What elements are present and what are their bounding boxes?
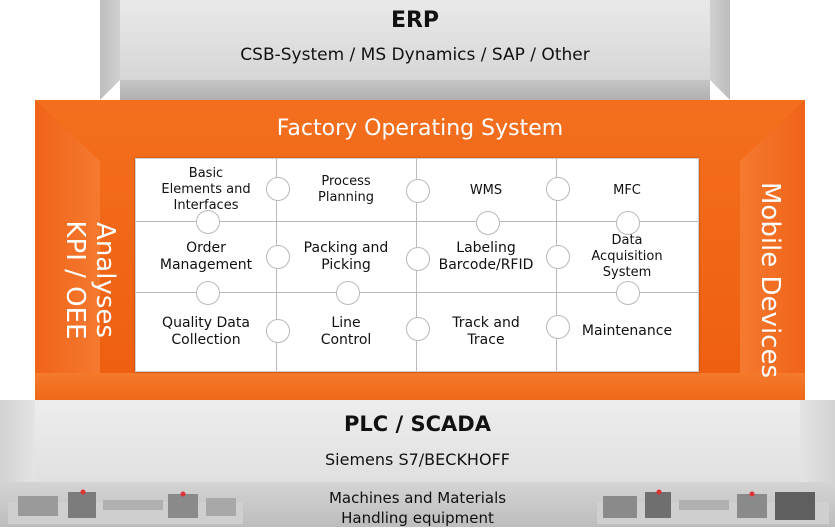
analyses-line2: KPI / OEE — [60, 220, 90, 340]
mobile-devices-text: Mobile Devices — [755, 181, 785, 378]
erp-layer: ERP CSB-System / MS Dynamics / SAP / Oth… — [100, 0, 730, 102]
erp-title: ERP — [390, 8, 440, 33]
plc-title: PLC / SCADA — [344, 412, 491, 436]
module-wms: WMS — [469, 182, 503, 198]
machines-label: Machines and Materials Handling equipmen… — [0, 488, 835, 528]
machines-line2: Handling equipment — [341, 509, 494, 527]
plc-scada-layer: PLC / SCADA Siemens S7/BECKHOFF Machines… — [0, 400, 835, 527]
plc-subtitle: Siemens S7/BECKHOFF — [325, 450, 510, 469]
module-maintenance: Maintenance — [581, 323, 673, 339]
mobile-devices-label: Mobile Devices — [735, 155, 805, 405]
machines-left-image — [8, 489, 243, 524]
module-mfc: MFC — [613, 182, 641, 198]
machines-right-image — [597, 489, 829, 524]
machines-line1: Machines and Materials — [328, 489, 507, 507]
fos-title: Factory Operating System — [276, 116, 564, 141]
analyses-line1: Analyses — [90, 222, 120, 338]
erp-subtitle: CSB-System / MS Dynamics / SAP / Other — [240, 45, 590, 65]
